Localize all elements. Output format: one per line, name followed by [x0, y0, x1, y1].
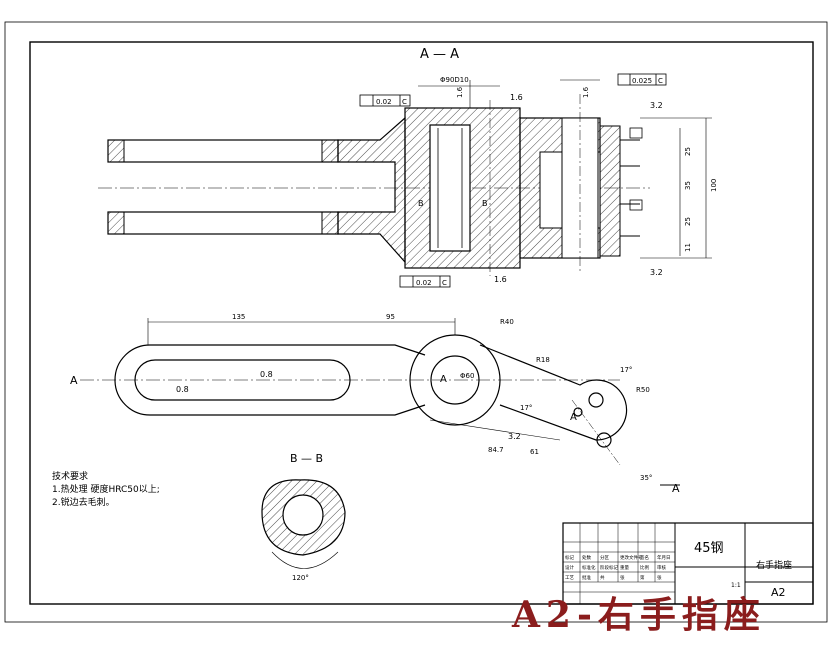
rough-16b: 1.6 — [510, 93, 523, 102]
title-block-cell: 处数 — [582, 554, 591, 561]
section-bb-title: B — B — [290, 452, 323, 465]
rough-16a: 1.6 — [456, 86, 464, 98]
note-item-2: 2.锐边去毛刺。 — [52, 498, 115, 508]
aa-dimensions — [418, 79, 712, 259]
front-dims — [147, 318, 561, 441]
svg-text:0.02: 0.02 — [376, 98, 392, 106]
dim-angle-17b: 17° — [520, 404, 532, 412]
dim-r50: R50 — [636, 386, 650, 394]
title-block-cell: 标记 — [565, 554, 574, 561]
svg-text:C: C — [442, 279, 447, 287]
tolerance-frame-2: 0.02 C — [399, 275, 451, 288]
title-block-cell: 审核 — [657, 564, 666, 571]
title-block-cell: 阶段标记 — [600, 564, 618, 571]
technical-notes: 技术要求 1.热处理 硬度HRC50以上; 2.锐边去毛刺。 — [52, 471, 160, 510]
svg-text:C: C — [658, 77, 663, 85]
dim-angle-35: 35° — [640, 474, 652, 482]
part-name: 右手指座 — [756, 559, 792, 571]
material-label: 45钢 — [694, 541, 724, 556]
dim-len-135: 135 — [232, 313, 245, 321]
title-block-cell: 张 — [620, 574, 625, 581]
dim-h-100: 100 — [710, 179, 718, 192]
dim-dist-61: 61 — [530, 448, 539, 456]
rough-32-front: 3.2 — [508, 432, 521, 441]
tolerance-frame-3: 0.025 C — [617, 73, 667, 86]
marker-a-link: A — [570, 412, 577, 423]
title-block-cell: 工艺 — [565, 575, 574, 581]
rough-08a: 0.8 — [176, 385, 189, 394]
title-block-cell: 年月日 — [657, 554, 671, 561]
dim-r40: R40 — [500, 318, 514, 326]
scale-value: 1:1 — [731, 582, 741, 589]
dim-dia60: Φ60 — [460, 372, 474, 380]
title-block-cell: 重量 — [620, 564, 629, 571]
dim-d-35: 35 — [684, 181, 692, 190]
b-label-right: B — [482, 199, 488, 208]
rough-32b: 3.2 — [650, 268, 663, 277]
dim-angle-17: 17° — [620, 366, 632, 374]
rough-16c: 1.6 — [582, 86, 590, 98]
pivot-hub-inner — [430, 355, 480, 405]
svg-text:C: C — [402, 98, 407, 106]
bottom-marker-a: A — [672, 482, 680, 495]
dim-dist-84: 84.7 — [488, 446, 504, 454]
title-block-cell: 张 — [657, 574, 662, 581]
svg-text:0.02: 0.02 — [416, 279, 432, 287]
tolerance-frame-1: 0.02 C — [359, 94, 411, 107]
dim-angle-120: 120° — [292, 574, 309, 582]
title-block — [562, 522, 814, 605]
rough-16d: 1.6 — [494, 275, 507, 284]
dim-d-25b: 25 — [684, 217, 692, 226]
section-aa-title: A — A — [420, 47, 459, 62]
title-block-cell: 批准 — [582, 574, 591, 581]
bb-angle-arc — [271, 551, 339, 569]
inner-frame — [29, 41, 814, 605]
outer-border — [4, 21, 828, 623]
title-block-cell: 签名 — [640, 554, 649, 561]
svg-text:0.025: 0.025 — [632, 77, 652, 85]
rough-32a: 3.2 — [650, 101, 663, 110]
dim-d-11: 11 — [684, 243, 692, 252]
dim-phi90: Φ90D10 — [440, 76, 469, 84]
title-block-cell: 第 — [640, 574, 645, 581]
note-item-1: 1.热处理 硬度HRC50以上; — [52, 485, 160, 495]
title-block-cell: 更改文件号 — [620, 554, 643, 561]
fork-arms — [107, 139, 339, 235]
notes-heading: 技术要求 — [52, 472, 89, 482]
dim-r18: R18 — [536, 356, 550, 364]
title-block-cell: 比例 — [640, 564, 649, 571]
rough-08b: 0.8 — [260, 370, 273, 379]
finger-link — [479, 344, 628, 466]
bb-bore — [282, 494, 324, 536]
dim-len-95: 95 — [386, 313, 395, 321]
title-block-cells: 标记 处数 分区 更改文件号签名 年月日设计 标准化阶段标记重量 比例 审核工艺 批准 共 张 第 张 — [565, 554, 671, 581]
title-block-cell: 共 — [600, 574, 605, 581]
title-block-cell: 标准化 — [582, 564, 596, 571]
sheet-size: A2 — [771, 586, 786, 599]
title-block-cell: 分区 — [600, 554, 609, 561]
hub-section — [337, 94, 643, 276]
view-marker-a: A — [70, 374, 78, 387]
stamp-title: A2-右手指座 — [512, 594, 766, 636]
title-block-cell: 设计 — [565, 564, 574, 571]
marker-a-hub: A — [440, 374, 447, 385]
b-label-left: B — [418, 199, 424, 208]
slotted-arm — [114, 344, 426, 416]
dim-d-25a: 25 — [684, 147, 692, 156]
